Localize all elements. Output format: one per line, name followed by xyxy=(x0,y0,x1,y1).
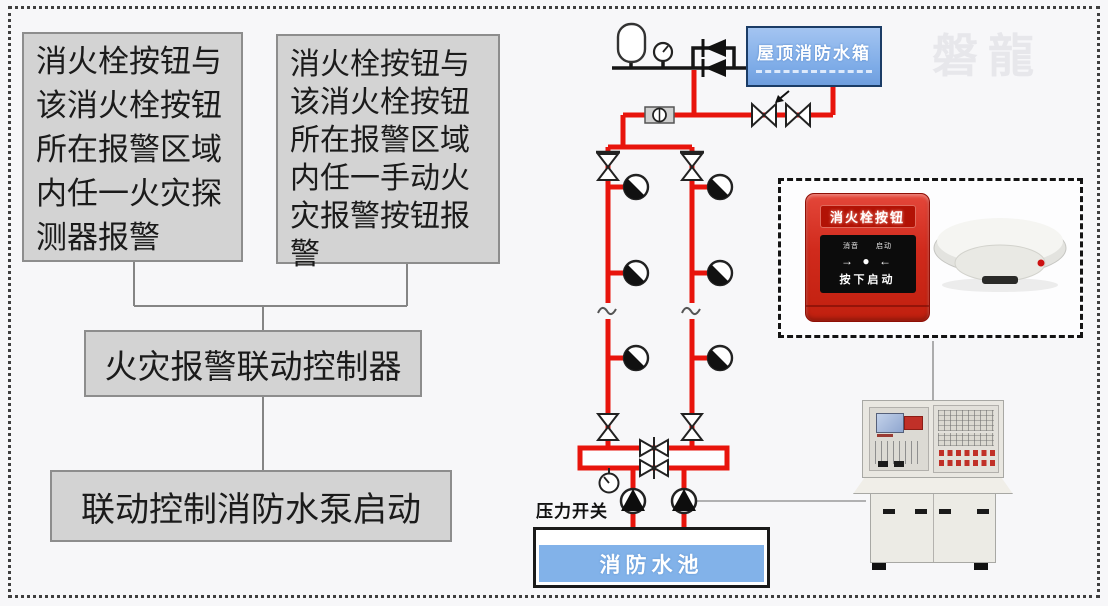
red-pipe-lines xyxy=(577,70,836,527)
flow-box-controller: 火灾报警联动控制器 xyxy=(84,330,422,397)
cabinet-console xyxy=(862,400,1004,478)
hydrant-button-title: 消火栓按钮 xyxy=(829,210,905,225)
cabinet-indicator-strip xyxy=(875,441,923,464)
tank-outlet-valve-icon xyxy=(751,90,811,129)
flow-meter-icon xyxy=(644,106,675,124)
flow-box-manual-alarm: 消火栓按钮与该消火栓按钮所在报警区域内任一手动火灾报警按钮报警 xyxy=(276,34,500,271)
pressure-switch-label: 压力开关 xyxy=(536,502,608,521)
pressure-switch-icon xyxy=(598,468,620,494)
expansion-tank-icon xyxy=(616,22,647,64)
hydrant-button-title-plate: 消火栓按钮 xyxy=(819,205,916,228)
cabinet-model-tag xyxy=(877,434,893,437)
check-valve-icon xyxy=(701,39,726,77)
cabinet-door-handle xyxy=(915,509,927,514)
cabinet-door-handle xyxy=(977,509,989,514)
top-black-pipes xyxy=(612,46,746,70)
fire-water-pool: 消防水池 xyxy=(533,527,770,588)
smoke-detector-icon xyxy=(933,218,1067,292)
signal-lines xyxy=(696,341,934,502)
cabinet-lower-doors xyxy=(870,493,996,563)
riser-bottom-valve-icon xyxy=(595,413,705,441)
cabinet-foot xyxy=(872,563,886,570)
cabinet-door-split xyxy=(933,494,934,562)
cabinet-red-button-row xyxy=(939,460,995,466)
riser-top-valve-icon xyxy=(595,150,705,181)
flow-box-pump-start: 联动控制消防水泵启动 xyxy=(50,470,452,542)
hydrant-button-action-label: 按下启动 xyxy=(839,274,896,286)
cabinet-left-panel xyxy=(869,407,929,471)
fire-pump-icon xyxy=(619,487,698,515)
cabinet-display-screen xyxy=(876,413,904,433)
hydrant-button-indicator-labels: 消音 启动 xyxy=(843,243,892,250)
cabinet-alarm-lamp xyxy=(904,416,923,430)
water-level-dashes xyxy=(756,70,872,73)
flow-box-detector-alarm: 消火栓按钮与该消火栓按钮所在报警区域内任一火灾探测器报警 xyxy=(22,32,243,262)
roof-fire-water-tank: 屋顶消防水箱 xyxy=(746,26,882,87)
roof-tank-label: 屋顶消防水箱 xyxy=(757,44,871,63)
pressure-gauge-top-icon xyxy=(652,41,674,63)
loop-valve-icon xyxy=(639,437,669,479)
cabinet-door-handle xyxy=(939,509,951,514)
cabinet-zone-indicator-grid xyxy=(938,433,994,446)
cabinet-desk xyxy=(853,478,1013,494)
cabinet-foot xyxy=(974,563,988,570)
cabinet-switch xyxy=(894,461,904,467)
cabinet-door-handle xyxy=(883,509,895,514)
cabinet-right-panel xyxy=(933,405,999,473)
hydrant-button-press-glyphs: → ● ← xyxy=(841,254,894,268)
hydrant-symbol-icon xyxy=(622,173,734,372)
pool-water: 消防水池 xyxy=(539,545,764,582)
cabinet-red-button-row xyxy=(939,450,995,456)
cabinet-switch xyxy=(878,461,888,467)
hydrant-button-groove xyxy=(806,305,929,307)
fire-alarm-control-cabinet xyxy=(853,400,1013,572)
hydrant-call-point-device: 消火栓按钮 消音 启动 → ● ← 按下启动 xyxy=(805,193,930,322)
cabinet-zone-indicator-grid xyxy=(938,410,994,431)
hydrant-button-panel: 消音 启动 → ● ← 按下启动 xyxy=(819,235,916,293)
pool-label: 消防水池 xyxy=(599,553,704,577)
pipe-break-icon xyxy=(597,307,701,315)
watermark-logo: 磐龍 xyxy=(932,30,1044,82)
flowchart-connector-lines xyxy=(133,262,408,470)
